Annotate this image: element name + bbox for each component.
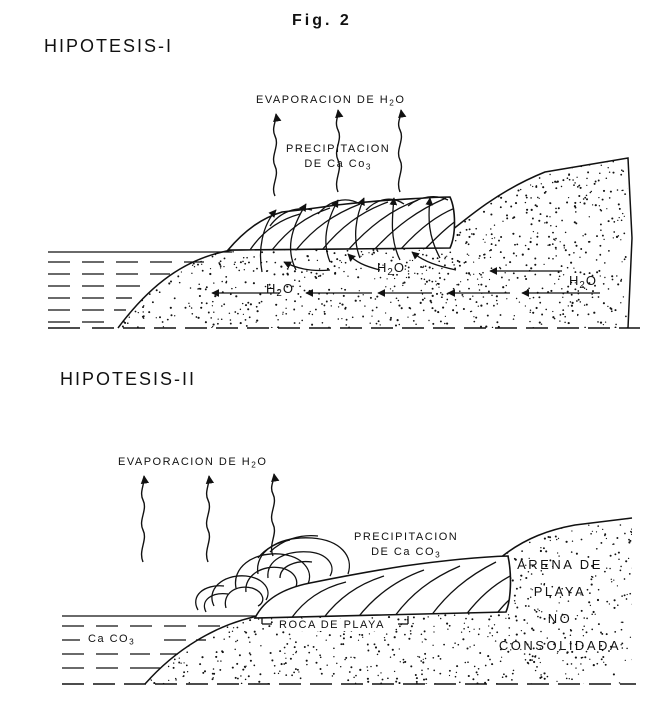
sand-label-line4: CONSOLIDADA — [498, 638, 622, 653]
sea-water-lines-1 — [48, 251, 232, 323]
hypothesis-1-drawing — [48, 109, 640, 329]
beach-rock-2 — [253, 555, 512, 619]
evaporation-arrows-1 — [272, 109, 407, 197]
precipitation-label-1-line2: DE Ca Co3 — [304, 158, 372, 172]
precipitation-label-1-line1: PRECIPITACION — [286, 143, 391, 155]
figure-title: Fig. 2 — [292, 12, 352, 29]
foam-curls-2 — [195, 534, 350, 613]
precipitation-label-1: PRECIPITACION DE Ca Co3 — [286, 143, 391, 172]
water-label-1a: H2O — [377, 260, 405, 278]
sea-caco3-label: Ca CO3 — [86, 633, 138, 647]
beach-rock-1 — [226, 195, 456, 251]
evaporation-arrows-2 — [140, 473, 280, 563]
beach-rock-label: ROCA DE PLAYA — [277, 619, 387, 631]
sea-water-lines-2 — [62, 615, 258, 669]
rock-extent-marker — [261, 616, 409, 625]
evaporation-label-2: EVAPORACION DE H2O — [118, 456, 268, 470]
capillary-arrows-1 — [259, 197, 441, 273]
hypothesis-1-heading: HIPOTESIS-I — [44, 36, 174, 56]
precipitation-label-2-line1: PRECIPITACION — [354, 531, 459, 543]
precipitation-label-2: PRECIPITACION DE Ca CO3 — [354, 531, 459, 560]
hypothesis-2-heading: HIPOTESIS-II — [60, 369, 197, 389]
sand-label-line3: NO — [547, 611, 573, 626]
water-label-1b: H2O — [266, 281, 294, 299]
water-label-1c: H2O — [569, 273, 597, 291]
sand-label-line1: ARENA DE — [517, 557, 603, 572]
unconsolidated-sand-label: ARENA DE PLAYA NO CONSOLIDADA — [490, 551, 630, 659]
precipitation-label-2-line2: DE Ca CO3 — [371, 546, 442, 560]
evaporation-label-1: EVAPORACION DE H2O — [256, 94, 406, 108]
sand-label-line2: PLAYA — [533, 584, 587, 599]
groundwater-arrows-1 — [211, 251, 600, 297]
